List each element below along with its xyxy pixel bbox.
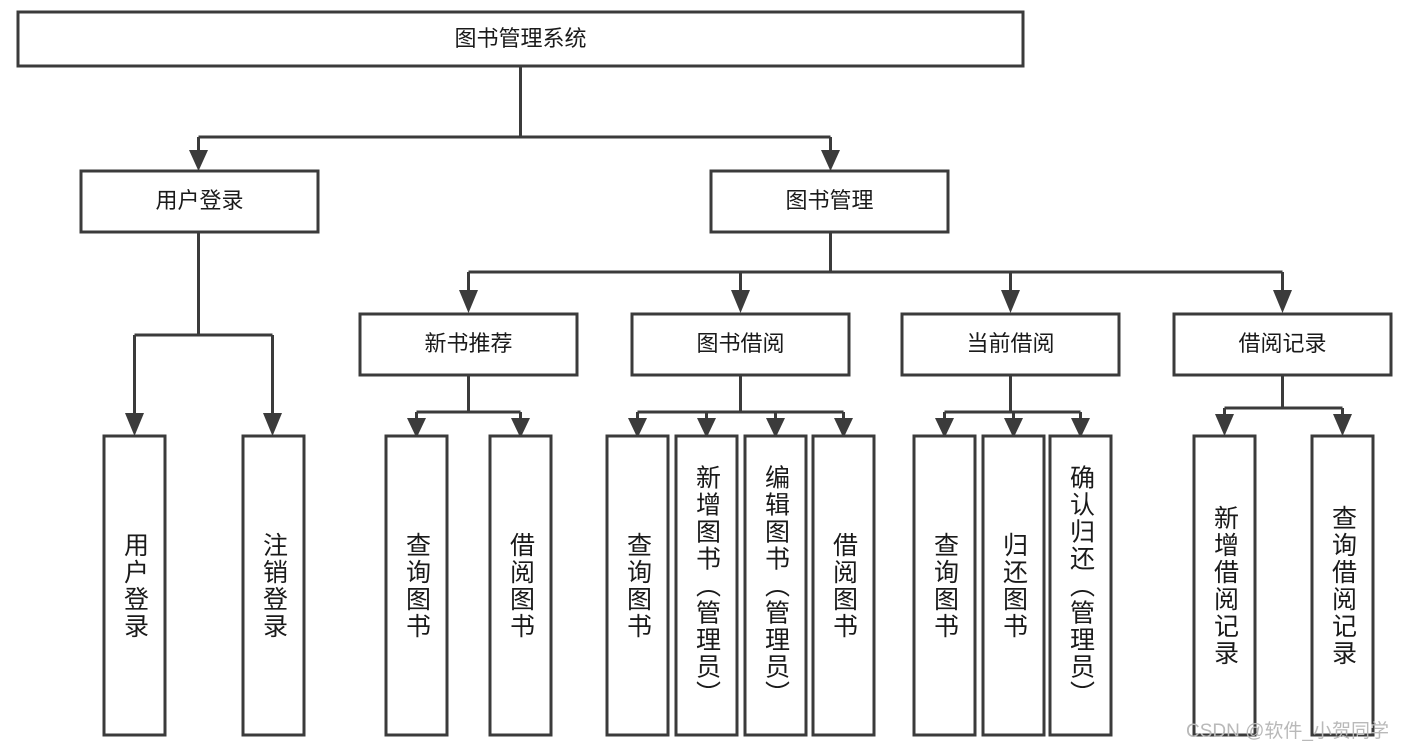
arrow-head-leaf-user-logout (263, 413, 282, 436)
node-leaf-borrow-book-1-label: 借阅图书 (507, 532, 536, 640)
node-leaf-return-book-box[interactable] (981, 434, 1046, 737)
node-borrow-record-label: 借阅记录 (1238, 331, 1326, 356)
node-leaf-confirm-return-box[interactable] (1048, 434, 1113, 737)
node-leaf-user-login[interactable]: 用户登录 (102, 434, 167, 737)
node-leaf-add-book[interactable]: 新增图书（管理员） (674, 434, 739, 737)
node-leaf-borrow-book-2[interactable]: 借阅图书 (811, 434, 876, 737)
node-leaf-add-borrow-record-box[interactable] (1192, 434, 1257, 737)
arrow-head-leaf-borrow-book-2 (834, 418, 853, 438)
node-leaf-query-book-2-box[interactable] (605, 434, 670, 737)
arrow-head-leaf-user-login (125, 413, 144, 436)
node-leaf-user-login-box[interactable] (102, 434, 167, 737)
node-leaf-query-book-1[interactable]: 查询图书 (384, 434, 449, 737)
arrow-head-borrow-record (1273, 290, 1292, 313)
node-leaf-user-logout[interactable]: 注销登录 (241, 434, 306, 737)
node-leaf-return-book-label: 归还图书 (1000, 532, 1029, 640)
node-leaf-query-book-2[interactable]: 查询图书 (605, 434, 670, 737)
node-leaf-query-book-1-label: 查询图书 (403, 532, 432, 640)
node-leaf-user-logout-box[interactable] (241, 434, 306, 737)
node-new-book-recommend[interactable]: 新书推荐 (358, 312, 579, 377)
arrow-head-leaf-query-borrow-record (1333, 414, 1352, 436)
arrow-head-leaf-add-book (697, 418, 716, 438)
node-leaf-return-book[interactable]: 归还图书 (981, 434, 1046, 737)
node-leaf-user-logout-label: 注销登录 (260, 532, 289, 640)
node-leaf-borrow-book-1-box[interactable] (488, 434, 553, 737)
node-book-borrow[interactable]: 图书借阅 (630, 312, 851, 377)
arrow-head-leaf-return-book (1004, 418, 1023, 438)
node-leaf-add-borrow-record[interactable]: 新增借阅记录 (1192, 434, 1257, 737)
arrow-head-new-book-recommend (459, 290, 478, 313)
arrow-head-current-borrow (1001, 290, 1020, 313)
node-leaf-confirm-return[interactable]: 确认归还（管理员） (1048, 434, 1113, 737)
arrow-head-leaf-add-borrow-record (1215, 414, 1234, 436)
node-current-borrow-box[interactable] (900, 312, 1121, 377)
arrow-head-leaf-query-book-1 (407, 418, 426, 438)
node-current-borrow[interactable]: 当前借阅 (900, 312, 1121, 377)
node-leaf-borrow-book-2-label: 借阅图书 (830, 532, 859, 640)
node-leaf-query-borrow-record-label: 查询借阅记录 (1329, 505, 1358, 667)
node-user-login[interactable]: 用户登录 (79, 169, 320, 234)
node-root[interactable]: 图书管理系统 (16, 10, 1025, 68)
node-leaf-add-borrow-record-label: 新增借阅记录 (1211, 505, 1240, 667)
node-book-borrow-box[interactable] (630, 312, 851, 377)
node-leaf-borrow-book-2-box[interactable] (811, 434, 876, 737)
arrow-head-user-login (189, 150, 208, 171)
connector-layer (125, 66, 1352, 438)
node-user-login-label: 用户登录 (155, 188, 243, 213)
node-book-management[interactable]: 图书管理 (709, 169, 950, 234)
arrow-head-leaf-confirm-return (1071, 418, 1090, 438)
node-borrow-record-box[interactable] (1172, 312, 1393, 377)
arrow-head-book-management (821, 150, 840, 171)
node-new-book-recommend-box[interactable] (358, 312, 579, 377)
node-root-label: 图书管理系统 (454, 26, 586, 51)
node-leaf-edit-book-label: 编辑图书（管理员） (762, 465, 791, 708)
node-root-box[interactable] (16, 10, 1025, 68)
node-leaf-confirm-return-label: 确认归还（管理员） (1067, 465, 1096, 708)
arrow-head-leaf-borrow-book-1 (511, 418, 530, 438)
arrow-head-leaf-edit-book (766, 418, 785, 438)
arrow-head-leaf-query-book-2 (628, 418, 647, 438)
node-leaf-query-borrow-record-box[interactable] (1310, 434, 1375, 737)
node-leaf-user-login-label: 用户登录 (121, 532, 150, 640)
node-book-borrow-label: 图书借阅 (696, 331, 784, 356)
node-new-book-recommend-label: 新书推荐 (424, 331, 512, 356)
node-leaf-query-book-3[interactable]: 查询图书 (912, 434, 977, 737)
node-leaf-borrow-book-1[interactable]: 借阅图书 (488, 434, 553, 737)
node-user-login-box[interactable] (79, 169, 320, 234)
node-leaf-query-book-1-box[interactable] (384, 434, 449, 737)
node-leaf-query-book-3-box[interactable] (912, 434, 977, 737)
arrow-head-leaf-query-book-3 (935, 418, 954, 438)
node-current-borrow-label: 当前借阅 (966, 331, 1054, 356)
node-leaf-edit-book[interactable]: 编辑图书（管理员） (743, 434, 808, 737)
node-book-management-label: 图书管理 (785, 188, 873, 213)
arrow-head-book-borrow (731, 290, 750, 313)
node-leaf-query-book-3-label: 查询图书 (931, 532, 960, 640)
node-leaf-query-book-2-label: 查询图书 (624, 532, 653, 640)
node-leaf-query-borrow-record[interactable]: 查询借阅记录 (1310, 434, 1375, 737)
node-book-management-box[interactable] (709, 169, 950, 234)
node-leaf-add-book-box[interactable] (674, 434, 739, 737)
node-leaf-edit-book-box[interactable] (743, 434, 808, 737)
node-leaf-add-book-label: 新增图书（管理员） (693, 465, 722, 708)
node-borrow-record[interactable]: 借阅记录 (1172, 312, 1393, 377)
